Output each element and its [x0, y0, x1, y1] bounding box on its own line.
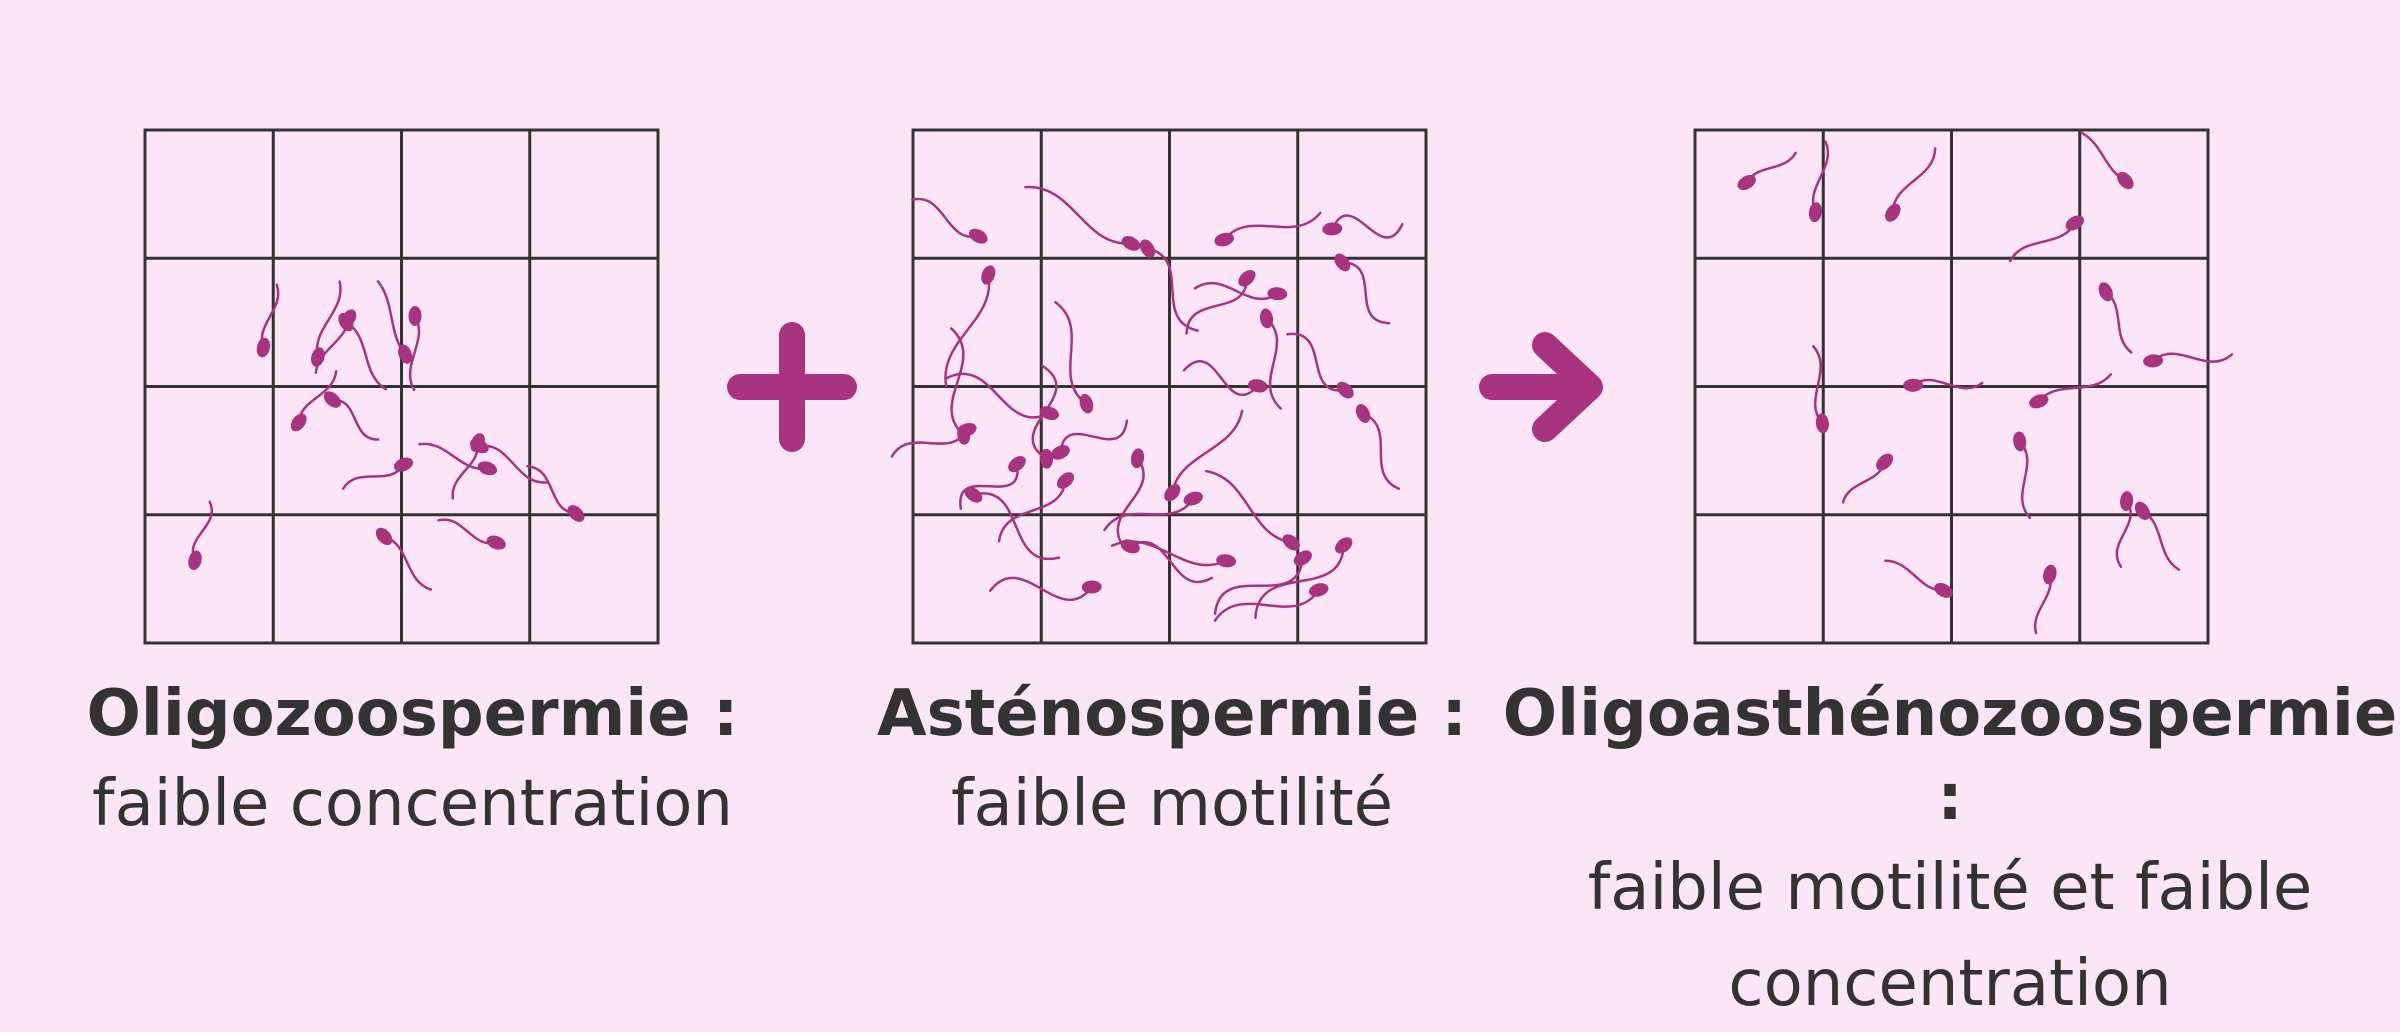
sperm-cell	[376, 280, 413, 364]
sperm-cell	[341, 457, 414, 490]
sperm-cell	[1024, 185, 1141, 251]
sperm-cell	[1322, 214, 1404, 239]
sperm-cell	[1193, 281, 1288, 301]
panel-oligozoospermie	[143, 128, 660, 645]
sperm-cell	[2013, 431, 2032, 520]
sperm-cell	[2098, 282, 2133, 354]
sperm-cell	[997, 472, 1075, 543]
sperm-cell	[375, 527, 433, 591]
sperm-cell	[323, 391, 380, 441]
panel-description: faible motilité	[950, 767, 1394, 841]
sperm-cell	[1885, 147, 1937, 222]
sperm-cell	[1116, 448, 1145, 549]
sperm-cell	[1164, 409, 1244, 502]
sperm-cell	[408, 306, 422, 392]
caption-astenospermie: Asténospermie : faible motilité	[872, 672, 1472, 852]
sperm-cell	[1054, 300, 1094, 414]
sperm-cell	[945, 372, 1059, 421]
sperm-cell	[1286, 332, 1354, 399]
sperm-cell	[2033, 564, 2057, 635]
sperm-cell	[1254, 537, 1353, 620]
sperm-cell	[470, 438, 550, 484]
sperm-cell	[2143, 352, 2234, 368]
caption-oligozoospermie: Oligozoospermie : faible concentration	[40, 672, 785, 852]
sperm-cell	[2008, 215, 2085, 263]
sperm-cell	[311, 280, 342, 367]
sperm-cell	[1812, 345, 1829, 434]
sperm-cell	[944, 265, 996, 388]
sperm-cell	[1884, 559, 1953, 598]
sperm-cell	[1050, 419, 1129, 460]
sperm-cell	[2115, 491, 2134, 569]
panel-astenospermie	[890, 128, 1428, 645]
plus-icon	[727, 322, 857, 452]
grid	[143, 128, 660, 645]
sperm-cell	[911, 197, 988, 244]
sperm-cell	[1214, 211, 1322, 247]
sperm-cell	[1103, 491, 1203, 532]
panel-title: Asténospermie :	[877, 677, 1467, 751]
sperm-cell	[2029, 373, 2113, 409]
sperm-cell	[964, 486, 1061, 561]
sperm-cell	[290, 370, 338, 432]
panel-title: Oligoasthénozoospermie :	[1502, 677, 2398, 835]
sperm-cell	[1213, 550, 1312, 616]
panel-oligoastenozoospermie	[1693, 128, 2234, 645]
arrow-right-icon	[1479, 332, 1603, 442]
sperm-cell	[1204, 469, 1300, 551]
sperm-cell	[256, 283, 280, 358]
caption-oligoastenozoospermie: Oligoasthénozoospermie : faible motilité…	[1500, 672, 2400, 1032]
sperm-cell	[1139, 239, 1199, 332]
sperm-cell	[988, 576, 1102, 602]
sperm-cell	[2080, 131, 2134, 190]
sperm-cell	[1808, 140, 1829, 223]
sperm-cell	[1841, 453, 1894, 504]
sperm-cell	[1259, 308, 1282, 410]
sperm-cell	[1031, 364, 1058, 469]
sperm-cell	[1903, 378, 1984, 392]
sperm-cell	[437, 518, 506, 550]
sperm-cell	[188, 500, 213, 571]
sperm-cell	[959, 456, 1026, 511]
sperm-cell	[890, 422, 977, 458]
sperm-cell	[1334, 253, 1391, 325]
sperm-cell	[418, 442, 498, 476]
sperm-cell	[1185, 270, 1256, 335]
sperm-cell	[1355, 404, 1401, 490]
sperm-cell	[526, 464, 585, 522]
sperm-cell	[1182, 360, 1268, 396]
sperm-cell	[338, 312, 388, 391]
panel-description: faible concentration	[92, 767, 733, 841]
sperm-cell	[1213, 583, 1329, 622]
sperm-cell	[2134, 501, 2181, 571]
panel-description: faible motilité et faible concentration	[1587, 851, 2313, 1021]
sperm-cell	[1737, 151, 1797, 191]
sperm-cell	[1120, 539, 1214, 584]
panel-title: Oligozoospermie :	[86, 677, 739, 751]
